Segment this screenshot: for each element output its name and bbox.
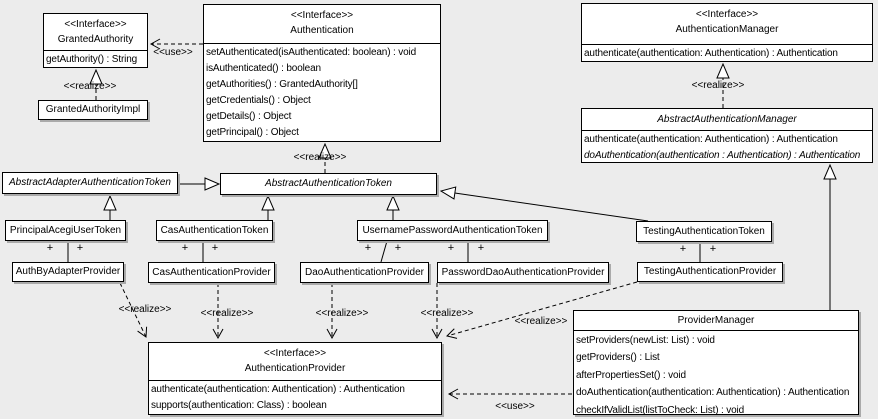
multiplicity-label: + bbox=[679, 243, 687, 255]
class-name: ProviderManager bbox=[677, 315, 755, 326]
class-dao-authentication-provider[interactable]: DaoAuthenticationProvider bbox=[300, 262, 429, 283]
class-name: AbstractAuthenticationToken bbox=[265, 178, 392, 189]
method: getDetails() : Object bbox=[206, 111, 292, 122]
method: getAuthority() : String bbox=[46, 54, 138, 65]
method: doAuthentication(authentication : Authen… bbox=[584, 150, 861, 161]
class-name: AuthenticationManager bbox=[675, 24, 779, 35]
method: doAuthentication(authentication: Authent… bbox=[576, 387, 850, 399]
realize-label: <<realize>> bbox=[691, 80, 745, 91]
class-name: PrincipalAcegiUserToken bbox=[9, 224, 122, 236]
class-authentication[interactable]: <<Interface>> Authentication setAuthenti… bbox=[203, 4, 441, 142]
class-abstract-authentication-token[interactable]: AbstractAuthenticationToken bbox=[220, 173, 437, 195]
realize-edge-authbyadapterprovider bbox=[119, 282, 148, 338]
method: getPrincipal() : Object bbox=[206, 127, 299, 138]
class-name: AuthenticationProvider bbox=[244, 363, 346, 374]
class-granted-authority-impl[interactable]: GrantedAuthorityImpl bbox=[38, 100, 148, 120]
class-provider-manager[interactable]: ProviderManager setProviders(newList: Li… bbox=[573, 310, 859, 416]
method: setProviders(newList: List) : void bbox=[576, 335, 715, 346]
method: getProviders() : List bbox=[576, 352, 660, 364]
class-name: CasAuthenticationToken bbox=[160, 224, 269, 236]
realize-edge-testingauthenticationprovider bbox=[446, 281, 638, 339]
class-authentication-manager[interactable]: <<Interface>> AuthenticationManager auth… bbox=[581, 3, 873, 62]
stereotype: <<Interface>> bbox=[263, 348, 327, 359]
realize-label: <<realize>> bbox=[514, 316, 568, 327]
realize-label: <<realize>> bbox=[63, 81, 117, 92]
method: getAuthorities() : GrantedAuthority[] bbox=[206, 79, 358, 90]
class-principal-acegi-user-token[interactable]: PrincipalAcegiUserToken bbox=[5, 220, 126, 241]
class-cas-authentication-provider[interactable]: CasAuthenticationProvider bbox=[148, 262, 275, 283]
class-testing-authentication-provider[interactable]: TestingAuthenticationProvider bbox=[637, 262, 783, 282]
method: authenticate(authentication: Authenticat… bbox=[584, 134, 838, 145]
multiplicity-label: + bbox=[46, 242, 54, 254]
method: supports(authentication: Class) : boolea… bbox=[151, 400, 327, 411]
multiplicity-label: + bbox=[181, 242, 189, 254]
use-label: <<use>> bbox=[153, 47, 193, 58]
class-auth-by-adapter-provider[interactable]: AuthByAdapterProvider bbox=[12, 262, 124, 282]
class-granted-authority[interactable]: <<Interface>> GrantedAuthority getAuthor… bbox=[43, 13, 148, 68]
class-name: Authentication bbox=[290, 25, 354, 36]
class-name: GrantedAuthority bbox=[57, 34, 134, 45]
multiplicity-label: + bbox=[447, 242, 455, 254]
realize-label: <<realize>> bbox=[315, 308, 369, 319]
method: isAuthenticated() : boolean bbox=[206, 63, 321, 74]
association-uptoken-daoprovider bbox=[380, 240, 388, 263]
class-name: AbstractAdapterAuthenticationToken bbox=[9, 177, 171, 188]
class-username-password-authentication-token[interactable]: UsernamePasswordAuthenticationToken bbox=[357, 220, 548, 241]
class-name: AbstractAuthenticationManager bbox=[657, 114, 797, 125]
stereotype: <<Interface>> bbox=[64, 19, 127, 30]
class-cas-authentication-token[interactable]: CasAuthenticationToken bbox=[156, 220, 273, 241]
class-name: TestingAuthenticationToken bbox=[643, 225, 765, 237]
realize-label: <<realize>> bbox=[420, 308, 474, 319]
realize-label: <<realize>> bbox=[200, 308, 254, 319]
stereotype: <<Interface>> bbox=[290, 10, 354, 21]
class-name: UsernamePasswordAuthenticationToken bbox=[362, 224, 543, 236]
multiplicity-label: + bbox=[76, 242, 84, 254]
class-name: GrantedAuthorityImpl bbox=[45, 104, 141, 115]
generalization-testingtoken bbox=[439, 186, 649, 222]
class-testing-authentication-token[interactable]: TestingAuthenticationToken bbox=[636, 221, 772, 242]
realize-label: <<realize>> bbox=[118, 304, 172, 315]
method: getCredentials() : Object bbox=[206, 95, 311, 106]
class-abstract-authentication-manager[interactable]: AbstractAuthenticationManager authentica… bbox=[581, 108, 873, 163]
multiplicity-label: + bbox=[709, 243, 717, 255]
multiplicity-label: + bbox=[364, 242, 372, 254]
class-name: AuthByAdapterProvider bbox=[15, 266, 121, 277]
class-name: PasswordDaoAuthenticationProvider bbox=[441, 266, 605, 278]
use-label: <<use>> bbox=[495, 401, 535, 412]
method: authenticate(authentication: Authenticat… bbox=[151, 384, 405, 395]
class-password-dao-authentication-provider[interactable]: PasswordDaoAuthenticationProvider bbox=[437, 262, 609, 283]
class-name: TestingAuthenticationProvider bbox=[643, 266, 777, 277]
class-name: CasAuthenticationProvider bbox=[152, 266, 271, 278]
stereotype: <<Interface>> bbox=[695, 9, 759, 20]
method: checkIfValidList(listToCheck: List) : vo… bbox=[576, 404, 745, 416]
realize-label: <<realize>> bbox=[293, 152, 347, 163]
multiplicity-label: + bbox=[394, 242, 402, 254]
multiplicity-label: + bbox=[211, 242, 219, 254]
method: authenticate(authentication: Authenticat… bbox=[584, 48, 838, 59]
class-name: DaoAuthenticationProvider bbox=[305, 266, 424, 278]
multiplicity-label: + bbox=[477, 242, 485, 254]
method: setAuthenticated(isAuthenticated: boolea… bbox=[206, 47, 417, 58]
method: afterPropertiesSet() : void bbox=[576, 369, 686, 381]
class-authentication-provider[interactable]: <<Interface>> AuthenticationProvider aut… bbox=[148, 342, 442, 415]
class-abstract-adapter-authentication-token[interactable]: AbstractAdapterAuthenticationToken bbox=[2, 172, 178, 194]
